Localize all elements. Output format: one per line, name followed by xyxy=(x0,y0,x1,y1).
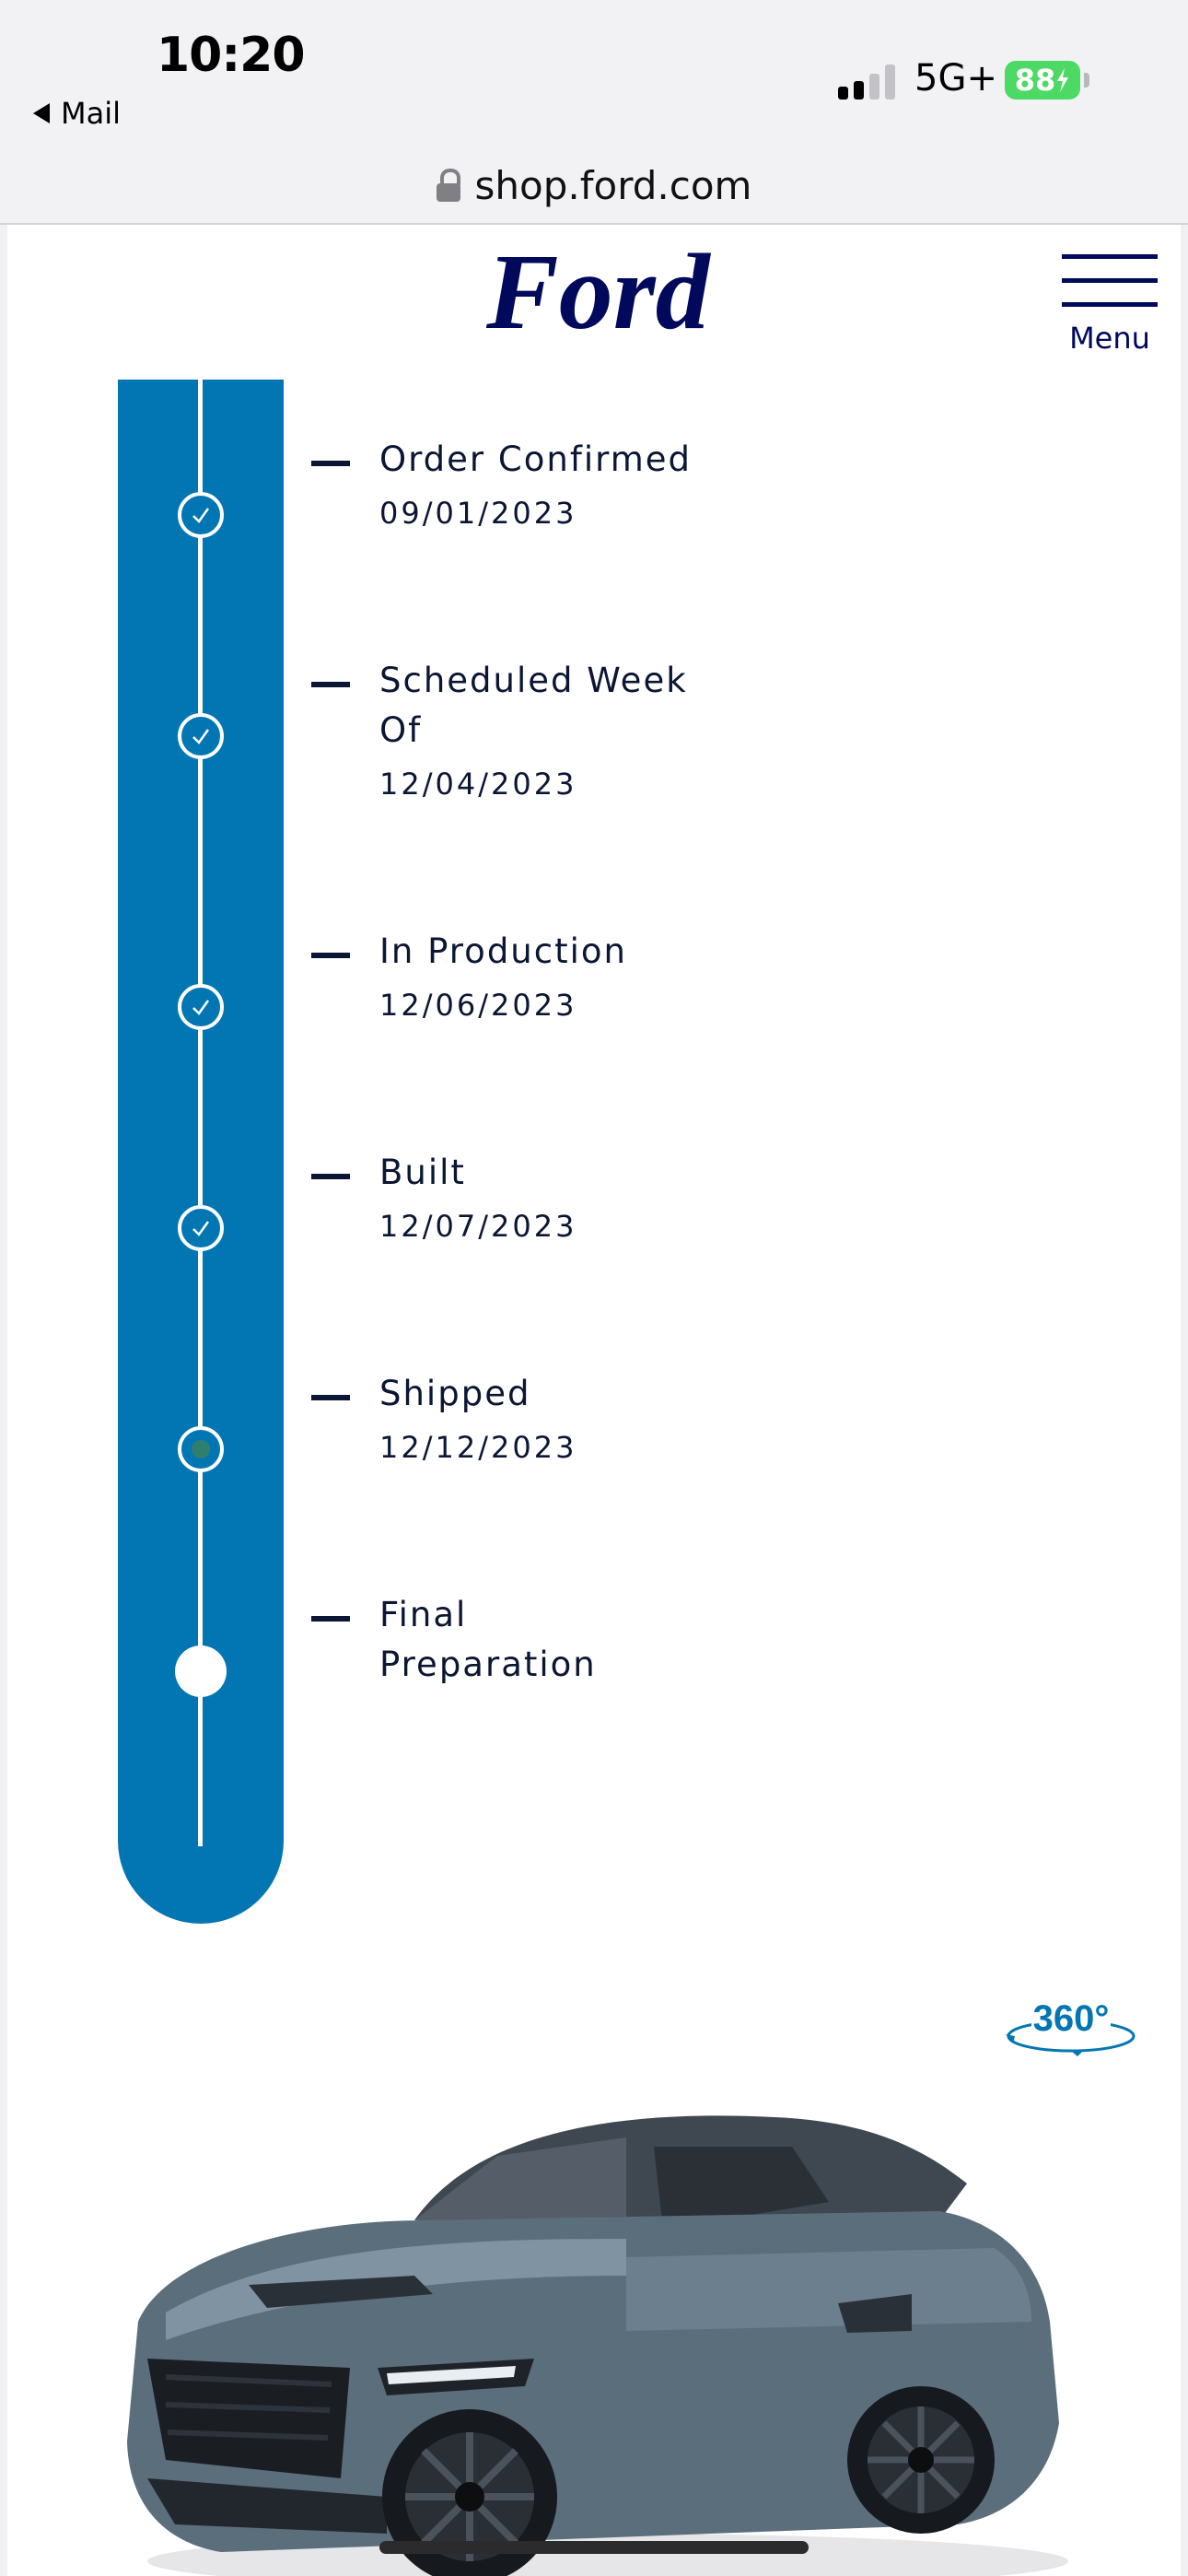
browser-url-bar[interactable]: shop.ford.com xyxy=(0,147,1188,225)
ford-logo[interactable]: Ford xyxy=(486,245,728,346)
back-app-label: Mail xyxy=(61,96,121,131)
hamburger-icon-bar xyxy=(1062,302,1158,307)
battery-icon: 88 xyxy=(1005,61,1080,100)
step-date: 12/07/2023 xyxy=(379,1209,577,1244)
step-title: Order Confirmed xyxy=(379,439,692,479)
dot-circle-icon xyxy=(178,1426,224,1472)
step-date: 09/01/2023 xyxy=(379,496,577,531)
hamburger-icon-bar xyxy=(1062,278,1158,283)
back-to-app-button[interactable]: Mail xyxy=(33,96,121,131)
status-time: 10:20 xyxy=(157,28,306,83)
check-circle-icon xyxy=(178,984,224,1030)
step-dash xyxy=(311,953,350,958)
cellular-signal-icon xyxy=(838,63,895,100)
step-title: Shipped xyxy=(379,1374,531,1413)
check-circle-icon xyxy=(178,1205,224,1251)
filled-circle-icon xyxy=(175,1645,227,1697)
hamburger-icon xyxy=(1062,254,1158,259)
battery-cap xyxy=(1084,73,1089,88)
charging-bolt-icon xyxy=(1057,68,1069,92)
order-status-line xyxy=(198,380,203,1846)
page-edge xyxy=(0,225,7,2576)
step-dash xyxy=(311,1395,350,1400)
step-dash xyxy=(311,1616,350,1622)
step-title: Built xyxy=(379,1153,466,1192)
step-dash xyxy=(311,1174,350,1179)
vehicle-image xyxy=(127,2115,1068,2576)
battery-level: 88 xyxy=(1014,63,1056,98)
page-edge xyxy=(1181,225,1188,2576)
step-title: Final Preparation xyxy=(379,1595,597,1684)
menu-label: Menu xyxy=(1069,321,1150,356)
check-circle-icon xyxy=(178,713,224,759)
step-title: Scheduled Week Of xyxy=(379,661,688,750)
back-arrow-icon xyxy=(33,103,50,123)
step-date: 12/12/2023 xyxy=(379,1430,577,1465)
step-dash xyxy=(311,682,350,687)
site-header: Ford Menu xyxy=(7,225,1181,380)
check-circle-icon xyxy=(178,492,224,538)
step-date: 12/06/2023 xyxy=(379,988,577,1023)
lock-icon xyxy=(436,169,460,202)
menu-button[interactable]: Menu xyxy=(1053,254,1158,356)
network-type: 5G+ xyxy=(914,57,997,100)
rotate-360-icon[interactable]: 360° xyxy=(1002,1990,1140,2064)
step-dash xyxy=(311,461,350,466)
svg-text:360°: 360° xyxy=(1033,1998,1110,2039)
url-text[interactable]: shop.ford.com xyxy=(474,162,752,208)
svg-text:Ford: Ford xyxy=(486,245,712,346)
home-indicator[interactable] xyxy=(379,2541,809,2554)
status-bar: 10:20 Mail 5G+ 88 xyxy=(0,0,1188,147)
step-date: 12/04/2023 xyxy=(379,767,577,802)
step-title: In Production xyxy=(379,931,627,971)
